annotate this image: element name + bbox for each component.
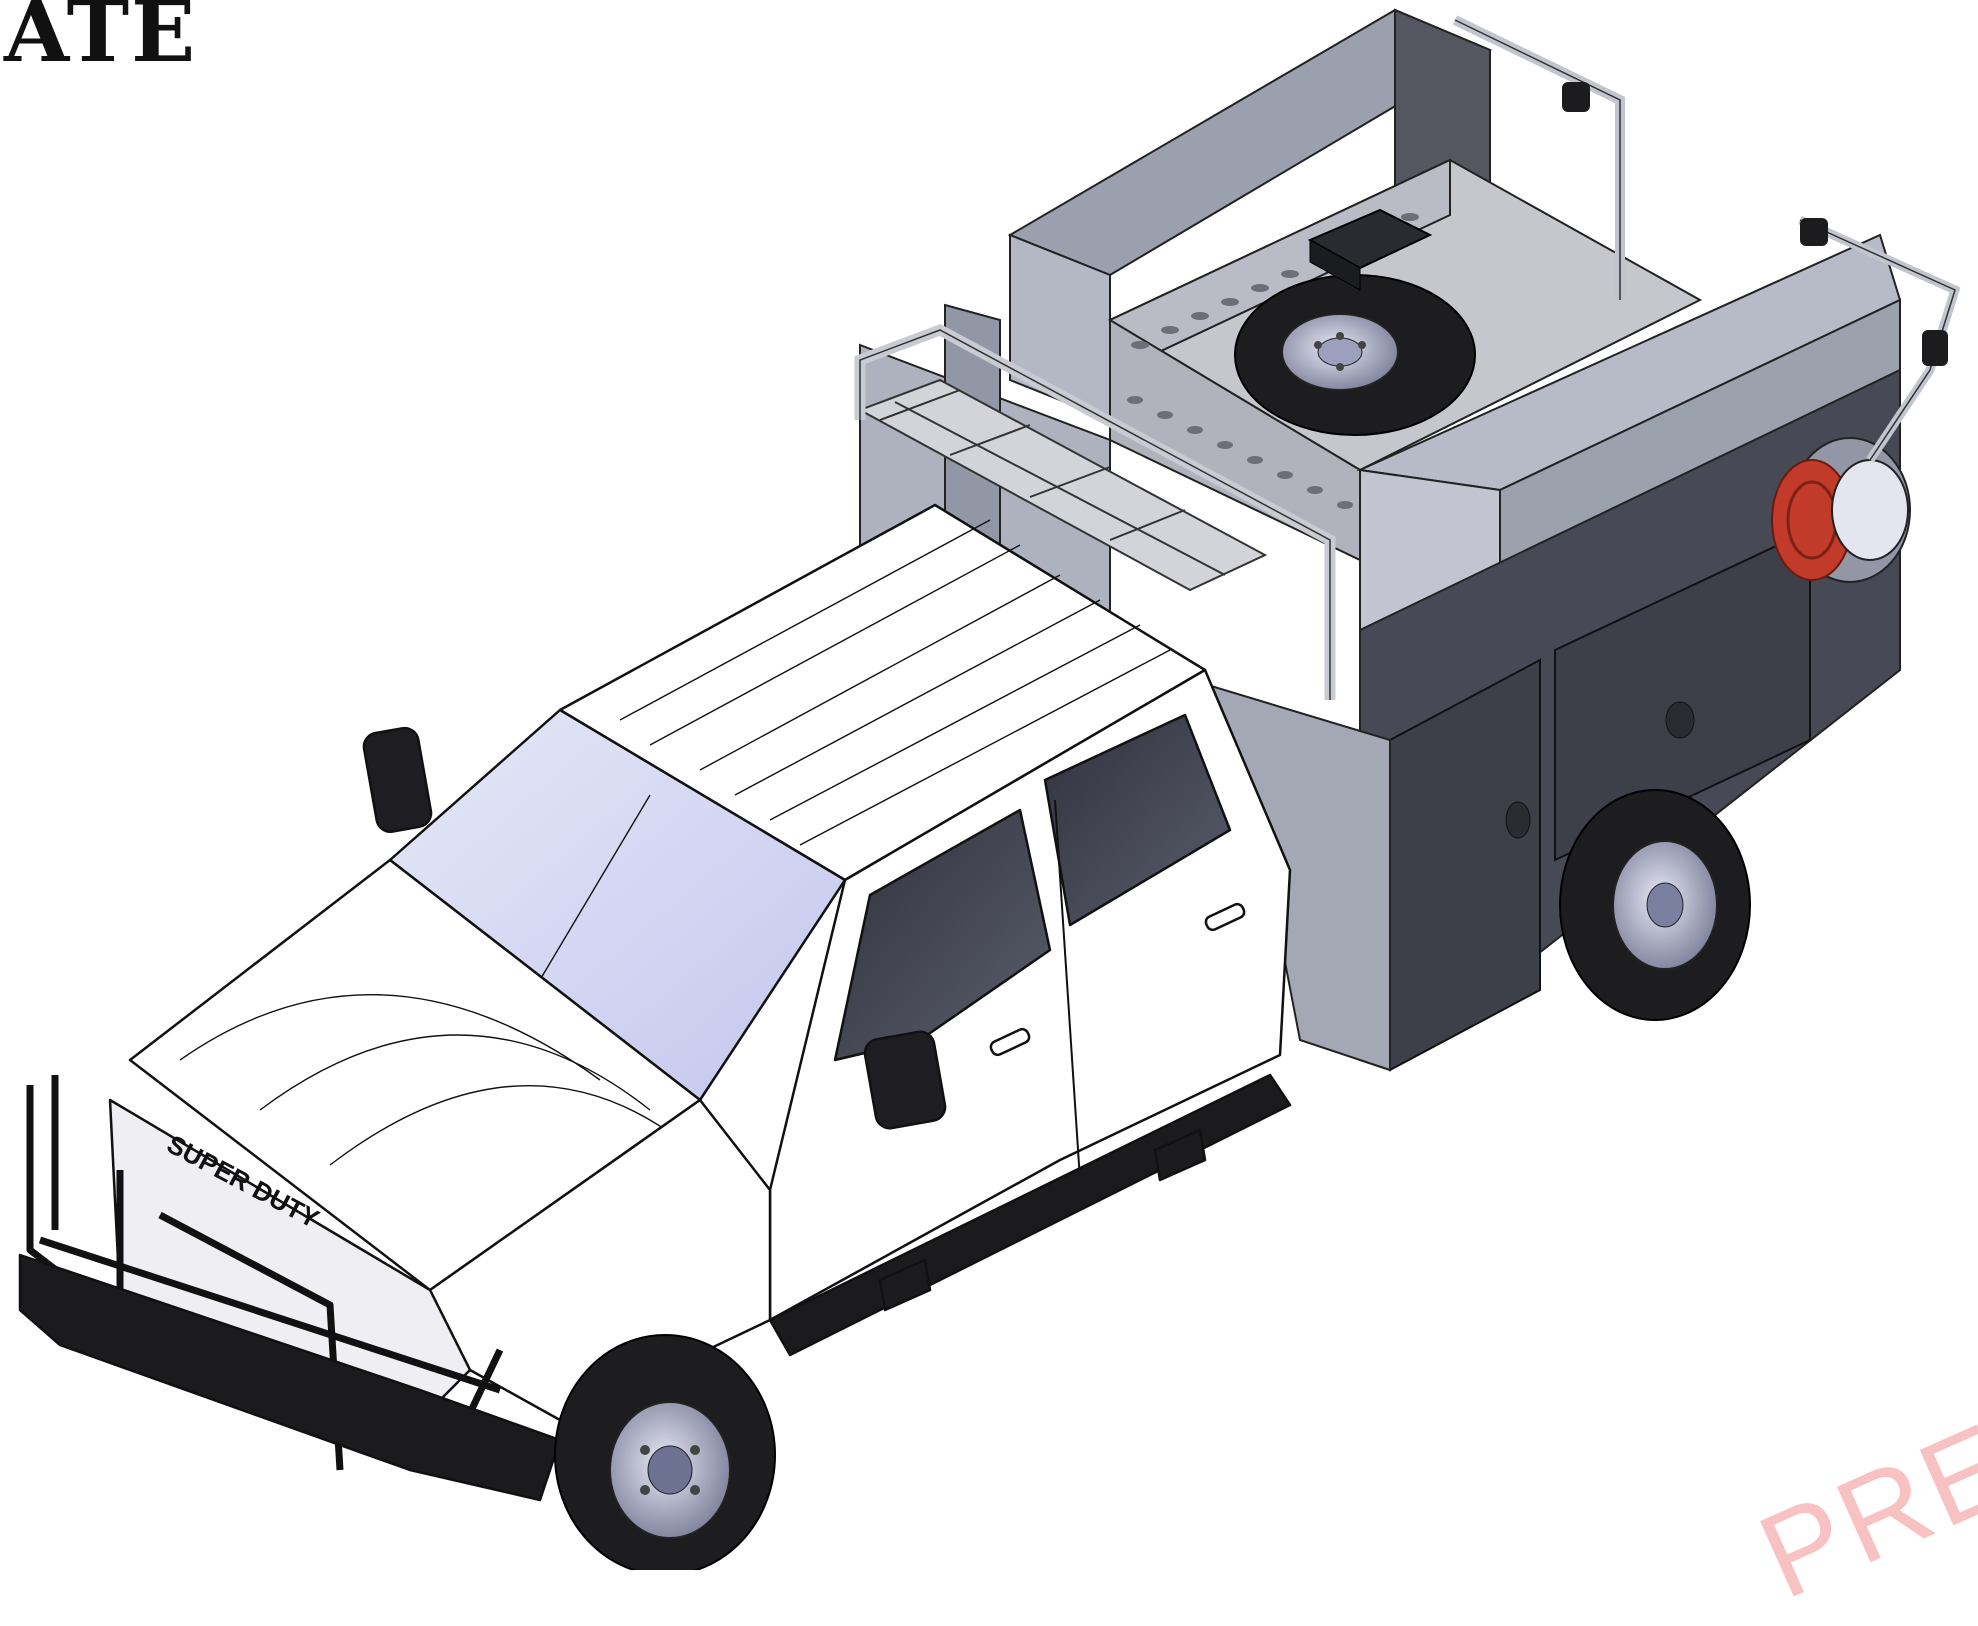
work-light-icon (1922, 330, 1948, 366)
door-handle-icon (989, 1027, 1031, 1057)
door-handle-icon (1505, 801, 1531, 839)
work-light-icon (1800, 218, 1828, 246)
hood-lines (179, 994, 681, 1166)
front-side-window (833, 808, 1052, 1062)
compartment-door-mid (1554, 528, 1811, 862)
spare-tire-icon (1234, 274, 1476, 436)
utility-body (854, 8, 1961, 1072)
door-handle-icon (1665, 701, 1695, 739)
pickup-cab: SUPER DUTY (18, 503, 1292, 1502)
roof-ribs (619, 519, 1171, 846)
front-wheel-icon (554, 1334, 776, 1570)
hose-reel-icon (1771, 437, 1911, 583)
side-mirror-icon (362, 726, 947, 1130)
document-title-fragment: ATE (4, 0, 198, 81)
rear-side-window (1043, 713, 1232, 927)
running-board (768, 1073, 1292, 1357)
ladder-rack (857, 378, 1268, 592)
work-light-icon (1562, 82, 1590, 112)
rear-wheel-icon (1559, 789, 1751, 1021)
truck-illustration: SUPER DUTY (18, 8, 1961, 1570)
bumper (18, 1253, 562, 1502)
door-handle-icon (1204, 902, 1246, 932)
